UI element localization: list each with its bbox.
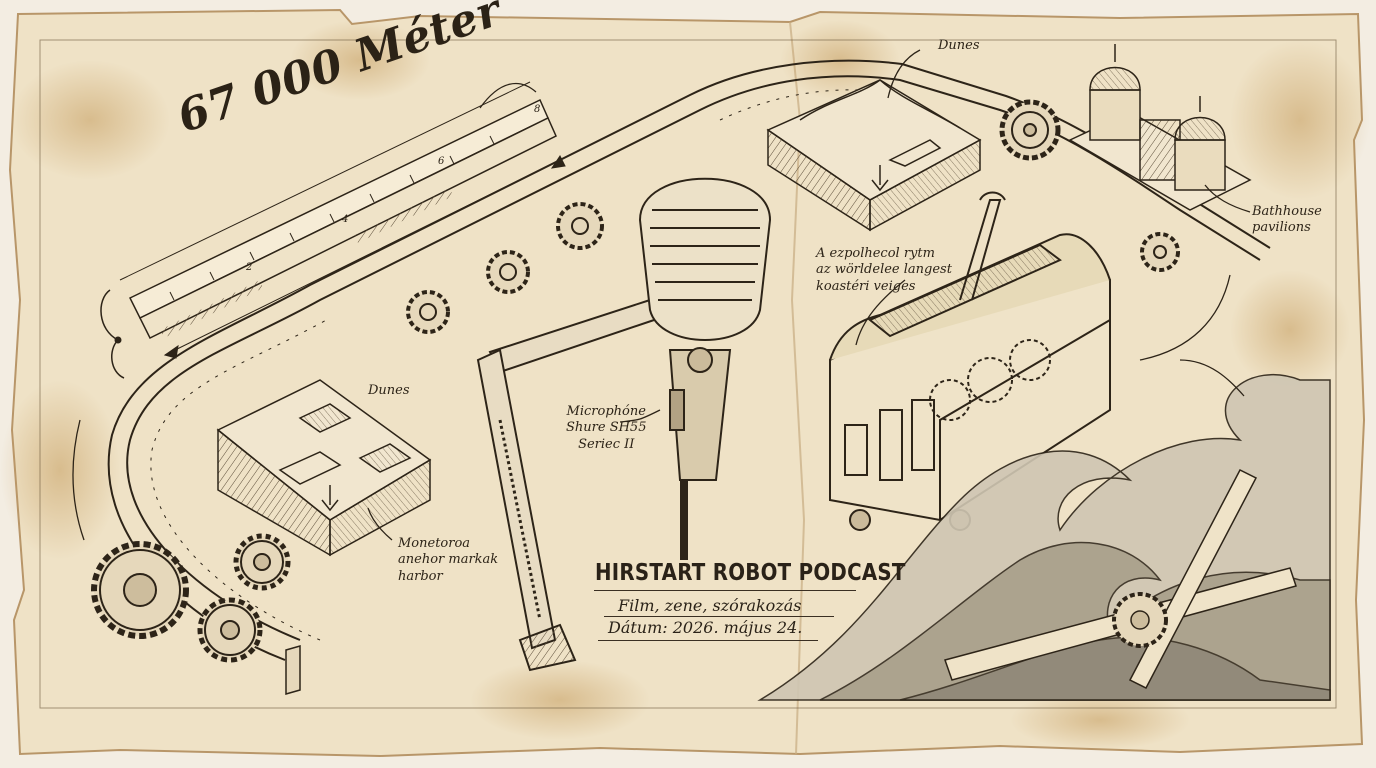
microphone-stand xyxy=(476,298,688,672)
scale-tick-2: 2 xyxy=(246,262,253,273)
microphone-label: Microphóne Shure SH55 Seriec II xyxy=(566,404,647,452)
ocean-waves xyxy=(757,374,1331,701)
dunes-label-top: Dunes xyxy=(938,38,980,53)
distance-scale-ruler xyxy=(100,81,566,379)
tram-car xyxy=(829,191,1111,531)
subtitle-rule xyxy=(604,616,834,617)
gear-cluster-top xyxy=(406,99,1180,334)
scale-tick-6: 6 xyxy=(438,156,445,167)
dunes-block-harbor xyxy=(216,379,432,557)
scale-tick-4: 4 xyxy=(342,214,349,225)
harbor-label: Monetoroa anehor markak harbor xyxy=(398,536,499,584)
rail-bracket xyxy=(285,645,301,695)
podcast-subtitle: Film, zene, szórakozás xyxy=(618,596,802,615)
title-rule xyxy=(594,590,856,591)
bathhouse-label: Bathhouse pavilions xyxy=(1252,204,1322,236)
dunes-label-left: Dunes xyxy=(368,383,410,398)
date-rule xyxy=(598,640,818,641)
scale-tick-8: 8 xyxy=(534,104,541,115)
tram-caption: A ezpolhecol rytm az wörldelee langest k… xyxy=(816,246,952,294)
dunes-block-top xyxy=(766,79,982,232)
podcast-title: HIRSTART ROBOT PODCAST xyxy=(595,560,906,586)
ruler-ticks xyxy=(169,135,495,301)
podcast-date: Dátum: 2026. május 24. xyxy=(608,618,803,637)
annotation-arrows xyxy=(72,49,1251,541)
gear-cluster-left xyxy=(91,533,291,663)
microphone-icon xyxy=(638,177,772,481)
